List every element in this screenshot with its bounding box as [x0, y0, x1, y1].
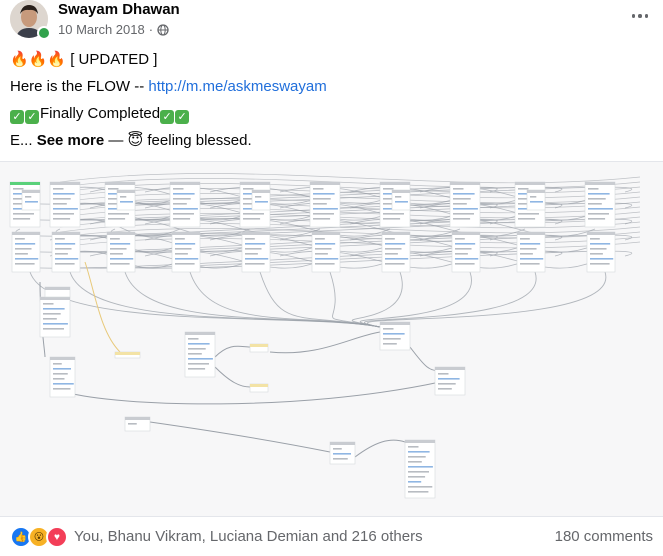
- post-line-completed: ✓✓Finally Completed✓✓: [10, 100, 650, 127]
- check-mark-icon: ✓: [160, 110, 175, 124]
- see-more-button[interactable]: See more: [36, 132, 105, 149]
- avatar-portrait: [10, 0, 48, 38]
- completed-text: Finally Completed: [40, 105, 161, 122]
- avatar[interactable]: [10, 0, 48, 38]
- truncated-text: E...: [10, 132, 33, 149]
- post-line-feeling: E... See more — 😇 feeling blessed.: [10, 127, 650, 154]
- post-date[interactable]: 10 March 2018: [58, 22, 145, 37]
- fire-icons: 🔥🔥🔥: [10, 51, 67, 68]
- post-image[interactable]: [0, 161, 663, 517]
- feeling-dash: —: [108, 132, 124, 149]
- like-icon: 👍: [10, 526, 32, 548]
- messenger-link[interactable]: http://m.me/askmeswayam: [148, 78, 327, 95]
- post-line-updated: 🔥🔥🔥 [ UPDATED ]: [10, 46, 650, 73]
- post-line-flow: Here is the FLOW -- http://m.me/askmeswa…: [10, 73, 650, 100]
- updated-text: [ UPDATED ]: [70, 51, 158, 68]
- author-name[interactable]: Swayam Dhawan: [58, 1, 180, 18]
- check-mark-icon: ✓: [10, 110, 24, 124]
- comments-count[interactable]: 180 comments: [554, 528, 653, 545]
- wow-icon: 😮: [28, 526, 50, 548]
- post-header: Swayam Dhawan 10 March 2018 ·: [0, 0, 663, 48]
- meta-separator: ·: [148, 22, 154, 37]
- reaction-summary[interactable]: You, Bhanu Vikram, Luciana Demian and 21…: [74, 528, 423, 545]
- feeling-text[interactable]: feeling blessed.: [147, 132, 252, 149]
- check-mark-icon: ✓: [25, 110, 39, 124]
- love-icon: ♥: [46, 526, 68, 548]
- post-body: 🔥🔥🔥 [ UPDATED ] Here is the FLOW -- http…: [10, 46, 650, 154]
- post-meta: 10 March 2018 ·: [58, 22, 169, 37]
- halo-face-icon: 😇: [127, 132, 144, 149]
- flow-text: Here is the FLOW --: [10, 78, 145, 95]
- flow-diagram-image: [9, 173, 641, 499]
- dot-icon: [644, 14, 649, 18]
- post-footer: 👍 😮 ♥ You, Bhanu Vikram, Luciana Demian …: [0, 520, 663, 556]
- more-options-button[interactable]: [626, 6, 654, 26]
- dot-icon: [638, 14, 642, 18]
- dot-icon: [631, 14, 636, 18]
- check-mark-icon: ✓: [175, 110, 190, 124]
- reaction-icons[interactable]: 👍 😮 ♥: [10, 526, 68, 548]
- globe-icon[interactable]: [157, 23, 169, 36]
- online-status-dot: [37, 26, 51, 40]
